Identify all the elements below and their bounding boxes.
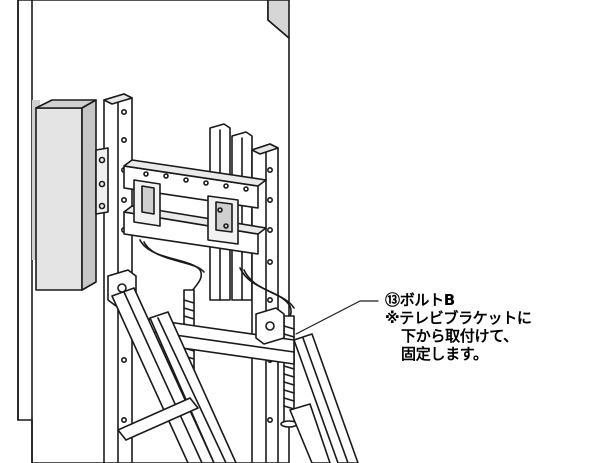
note-line-1: テレビブラケットに <box>399 309 532 327</box>
wall-hooks <box>95 147 109 215</box>
bracket-plates <box>133 179 239 245</box>
wall-block <box>35 99 97 291</box>
callout-title-row: ⑬ボルトB <box>385 291 532 309</box>
right-upright-post <box>251 143 279 463</box>
support-arm-left <box>111 287 237 463</box>
bolt-b-callout: ⑬ボルトB ※テレビブラケットに 下から取付けて、 固定します。 <box>385 291 532 363</box>
part-name: ボルトB <box>399 291 456 309</box>
note-mark: ※ <box>385 309 400 327</box>
note-line-2: 下から取付けて、 <box>401 327 518 345</box>
callout-leader-line <box>295 300 379 335</box>
support-arm-right <box>289 333 359 463</box>
callout-note-row-1: ※テレビブラケットに <box>385 309 532 327</box>
note-line-3: 固定します。 <box>401 345 488 363</box>
bolt-b-right <box>280 315 298 428</box>
part-number: ⑬ <box>385 291 400 309</box>
